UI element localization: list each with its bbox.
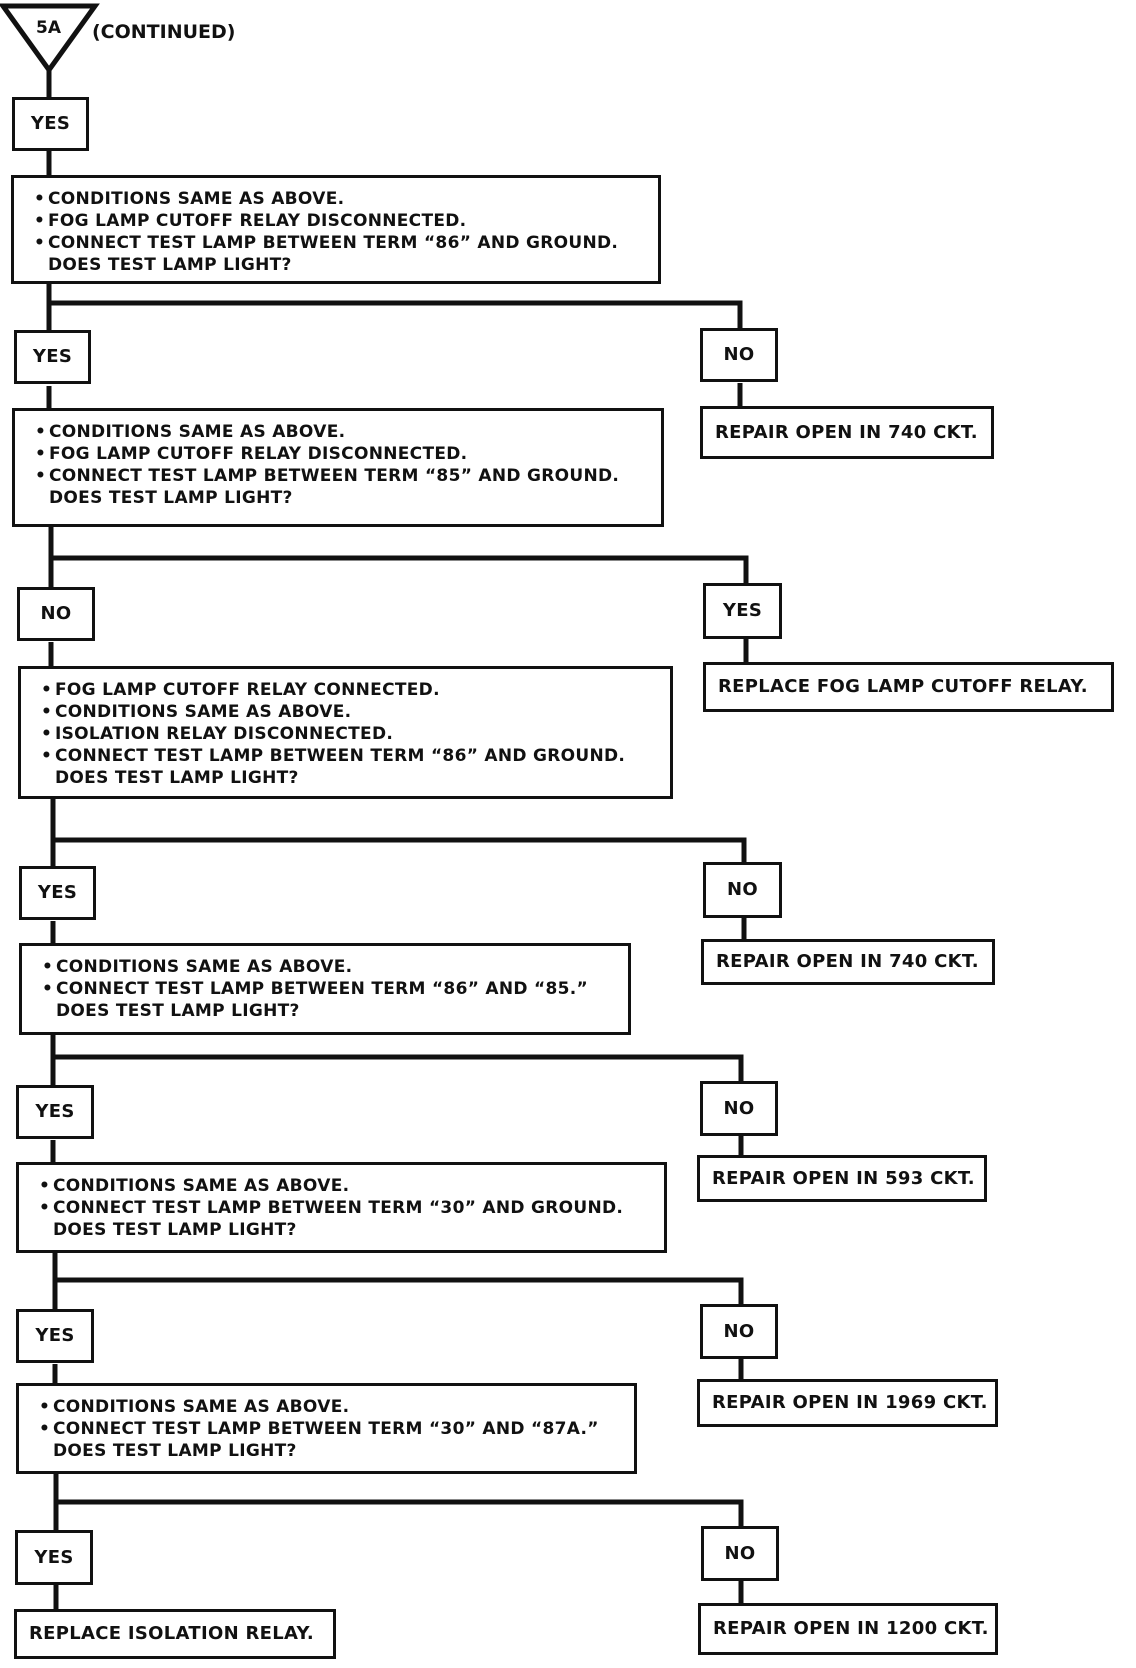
step5-bullet-1: CONDITIONS SAME AS ABOVE. xyxy=(31,1175,654,1197)
step3-bullet-1: FOG LAMP CUTOFF RELAY CONNECTED. xyxy=(33,679,660,701)
step5-question: DOES TEST LAMP LIGHT? xyxy=(53,1220,297,1240)
step1-yes-label: YES xyxy=(12,97,89,151)
step6-question: DOES TEST LAMP LIGHT? xyxy=(53,1441,297,1461)
step4-repair-action: REPAIR OPEN IN 740 CKT. xyxy=(701,939,995,985)
step6-bullet-2: CONNECT TEST LAMP BETWEEN TERM “30” AND … xyxy=(31,1418,624,1440)
step3-question-box: FOG LAMP CUTOFF RELAY CONNECTED. CONDITI… xyxy=(18,666,673,799)
step3-bullet-2: CONDITIONS SAME AS ABOVE. xyxy=(33,701,660,723)
step3-bullet-3: ISOLATION RELAY DISCONNECTED. xyxy=(33,723,660,745)
step5-yes-label: YES xyxy=(16,1085,94,1139)
final-yes-label: YES xyxy=(15,1530,93,1585)
step1-bullet-1: CONDITIONS SAME AS ABOVE. xyxy=(26,188,648,210)
step2-no-label: NO xyxy=(700,328,778,382)
step6-yes-label: YES xyxy=(16,1309,94,1363)
step6-bullet-1: CONDITIONS SAME AS ABOVE. xyxy=(31,1396,624,1418)
step6-no-label: NO xyxy=(700,1304,778,1359)
step3-bullet-4: CONNECT TEST LAMP BETWEEN TERM “86” AND … xyxy=(33,745,660,767)
step1-question-box: CONDITIONS SAME AS ABOVE. FOG LAMP CUTOF… xyxy=(11,175,661,284)
step5-repair-action: REPAIR OPEN IN 593 CKT. xyxy=(697,1155,987,1202)
step1-bullet-3: CONNECT TEST LAMP BETWEEN TERM “86” AND … xyxy=(26,232,648,254)
final-repair-action: REPAIR OPEN IN 1200 CKT. xyxy=(698,1603,998,1655)
step2-repair-action: REPAIR OPEN IN 740 CKT. xyxy=(700,406,994,459)
step6-repair-action: REPAIR OPEN IN 1969 CKT. xyxy=(697,1379,998,1427)
step4-no-label: NO xyxy=(703,862,782,918)
step2-yes-label: YES xyxy=(14,330,91,384)
step3-yes-label: YES xyxy=(703,583,782,639)
step1-bullet-2: FOG LAMP CUTOFF RELAY DISCONNECTED. xyxy=(26,210,648,232)
step3-no-label: NO xyxy=(17,587,95,641)
step2-question-box: CONDITIONS SAME AS ABOVE. FOG LAMP CUTOF… xyxy=(12,408,664,527)
step4-bullet-1: CONDITIONS SAME AS ABOVE. xyxy=(34,956,618,978)
step4-question-box: CONDITIONS SAME AS ABOVE. CONNECT TEST L… xyxy=(19,943,631,1035)
step2-question: DOES TEST LAMP LIGHT? xyxy=(49,488,293,508)
step1-question: DOES TEST LAMP LIGHT? xyxy=(48,255,292,275)
step5-bullet-2: CONNECT TEST LAMP BETWEEN TERM “30” AND … xyxy=(31,1197,654,1219)
step4-bullet-2: CONNECT TEST LAMP BETWEEN TERM “86” AND … xyxy=(34,978,618,1000)
step5-question-box: CONDITIONS SAME AS ABOVE. CONNECT TEST L… xyxy=(16,1162,667,1253)
step3-replace-action: REPLACE FOG LAMP CUTOFF RELAY. xyxy=(703,662,1114,712)
step4-question: DOES TEST LAMP LIGHT? xyxy=(56,1001,300,1021)
step5-no-label: NO xyxy=(700,1081,778,1136)
continuation-marker-triangle xyxy=(0,3,100,75)
step3-question: DOES TEST LAMP LIGHT? xyxy=(55,768,299,788)
step2-bullet-2: FOG LAMP CUTOFF RELAY DISCONNECTED. xyxy=(27,443,651,465)
continuation-marker-label: 5A xyxy=(36,18,61,38)
final-replace-isolation-relay: REPLACE ISOLATION RELAY. xyxy=(14,1609,336,1659)
final-no-label: NO xyxy=(701,1526,779,1581)
step6-question-box: CONDITIONS SAME AS ABOVE. CONNECT TEST L… xyxy=(16,1383,637,1474)
continued-label: (CONTINUED) xyxy=(92,21,236,43)
step2-bullet-3: CONNECT TEST LAMP BETWEEN TERM “85” AND … xyxy=(27,465,651,487)
step2-bullet-1: CONDITIONS SAME AS ABOVE. xyxy=(27,421,651,443)
step4-yes-label: YES xyxy=(19,866,96,920)
